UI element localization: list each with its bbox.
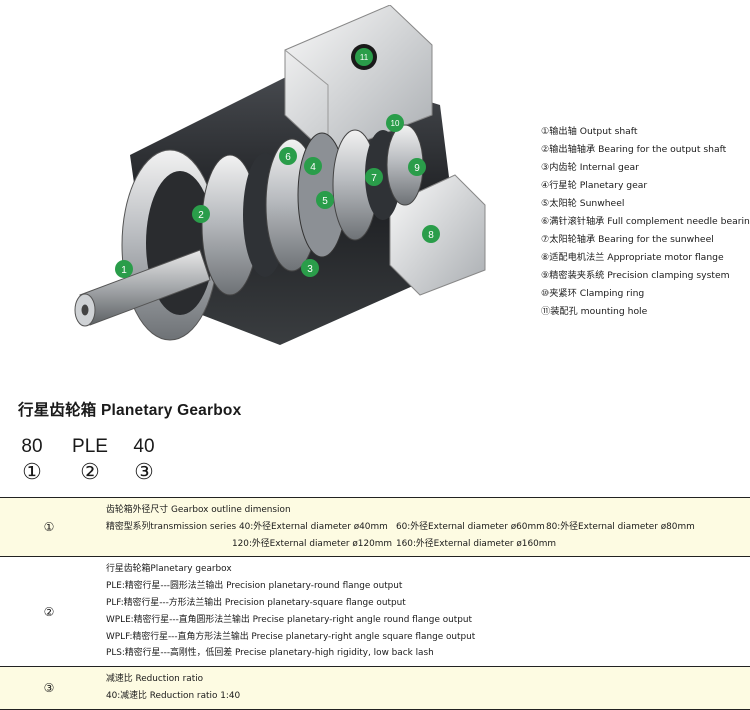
svg-text:3: 3 xyxy=(307,264,313,275)
legend-item: ⑪装配孔 mounting hole xyxy=(541,306,648,317)
table-row: ③ 减速比 Reduction ratio 40:减速比 Reduction r… xyxy=(0,666,750,710)
model-code-size-value: 80 xyxy=(21,436,43,457)
svg-text:4: 4 xyxy=(310,162,316,173)
type-line: PLF:精密行星---方形法兰输出 Precision planetary-sq… xyxy=(106,597,406,608)
legend-item: ⑨精密装夹系统 Precision clamping system xyxy=(541,270,730,281)
legend-item: ③内齿轮 Internal gear xyxy=(541,162,639,173)
gearbox-cutaway-illustration: 1 2 3 4 5 6 7 8 9 10 11 xyxy=(74,5,486,345)
legend-item: ⑦太阳轮轴承 Bearing for the sunwheel xyxy=(541,234,714,245)
legend-item: ⑥满针滚针轴承 Full complement needle bearing xyxy=(541,216,750,227)
callout-11: 11 xyxy=(351,44,377,70)
svg-text:1: 1 xyxy=(121,265,127,276)
row-index: ① xyxy=(0,496,98,558)
callout-1: 1 xyxy=(115,260,133,278)
row-index: ③ xyxy=(0,666,98,710)
diameter-80: 80:外径External diameter ø80mm xyxy=(546,521,695,532)
legend-item: ⑤太阳轮 Sunwheel xyxy=(541,198,625,209)
row-heading: 减速比 Reduction ratio xyxy=(106,674,204,685)
row-index: ② xyxy=(0,556,98,668)
svg-text:11: 11 xyxy=(360,53,369,62)
model-code-ratio-value: 40 xyxy=(133,436,155,457)
svg-text:7: 7 xyxy=(371,173,377,184)
row-content: 减速比 Reduction ratio 40:减速比 Reduction rat… xyxy=(98,666,750,710)
model-code-type: PLE ② xyxy=(66,436,114,484)
callout-5: 5 xyxy=(316,191,334,209)
page-title: 行星齿轮箱 Planetary Gearbox xyxy=(18,402,242,419)
diameter-160: 160:外径External diameter ø160mm xyxy=(396,538,557,549)
callout-6: 6 xyxy=(279,147,297,165)
callout-10: 10 xyxy=(386,114,404,132)
diameter-40: 精密型系列transmission series 40:外径External d… xyxy=(106,521,388,532)
svg-text:2: 2 xyxy=(198,210,204,221)
ratio-line: 40:减速比 Reduction ratio 1:40 xyxy=(106,690,241,701)
model-code-size-number: ① xyxy=(22,459,42,484)
model-code-ratio: 40 ③ xyxy=(128,436,160,484)
callout-9: 9 xyxy=(408,158,426,176)
legend-item: ①输出轴 Output shaft xyxy=(541,126,638,137)
row-heading: 行星齿轮箱Planetary gearbox xyxy=(106,564,232,575)
callout-3: 3 xyxy=(301,259,319,277)
callout-2: 2 xyxy=(192,205,210,223)
legend-item: ⑧适配电机法兰 Appropriate motor flange xyxy=(541,252,724,263)
diameter-60: 60:外径External diameter ø60mm xyxy=(396,521,545,532)
model-code-type-value: PLE xyxy=(72,436,108,457)
svg-text:9: 9 xyxy=(414,163,420,174)
svg-text:8: 8 xyxy=(428,230,434,241)
table-row: ② 行星齿轮箱Planetary gearbox PLE:精密行星---圆形法兰… xyxy=(0,556,750,668)
row-content: 齿轮箱外径尺寸 Gearbox outline dimension 精密型系列t… xyxy=(98,496,750,558)
legend-item: ④行星轮 Planetary gear xyxy=(541,180,648,191)
parts-legend: ①输出轴 Output shaft ②输出轴轴承 Bearing for the… xyxy=(541,123,750,321)
type-line: PLE:精密行星---圆形法兰输出 Precision planetary-ro… xyxy=(106,581,403,592)
model-code-type-number: ② xyxy=(80,459,100,484)
svg-text:10: 10 xyxy=(391,119,400,128)
legend-item: ②输出轴轴承 Bearing for the output shaft xyxy=(541,144,727,155)
svg-text:5: 5 xyxy=(322,196,328,207)
model-code-size: 80 ① xyxy=(16,436,48,484)
spec-table: ① 齿轮箱外径尺寸 Gearbox outline dimension 精密型系… xyxy=(0,496,750,710)
type-line: WPLF:精密行星---直角方形法兰输出 Precise planetary-r… xyxy=(106,631,476,642)
callout-7: 7 xyxy=(365,168,383,186)
table-row: ① 齿轮箱外径尺寸 Gearbox outline dimension 精密型系… xyxy=(0,496,750,558)
legend-item: ⑩夹紧环 Clamping ring xyxy=(541,288,645,299)
type-line: WPLE:精密行星---直角圆形法兰输出 Precise planetary-r… xyxy=(106,614,472,625)
row-content: 行星齿轮箱Planetary gearbox PLE:精密行星---圆形法兰输出… xyxy=(98,556,750,668)
callout-8: 8 xyxy=(422,225,440,243)
type-line: PLS:精密行星---高刚性，低回差 Precise planetary-hig… xyxy=(106,648,434,659)
svg-text:6: 6 xyxy=(285,152,291,163)
diameter-120: 120:外径External diameter ø120mm xyxy=(232,538,393,549)
callout-4: 4 xyxy=(304,157,322,175)
model-code-ratio-number: ③ xyxy=(134,459,154,484)
row-heading: 齿轮箱外径尺寸 Gearbox outline dimension xyxy=(106,505,291,515)
